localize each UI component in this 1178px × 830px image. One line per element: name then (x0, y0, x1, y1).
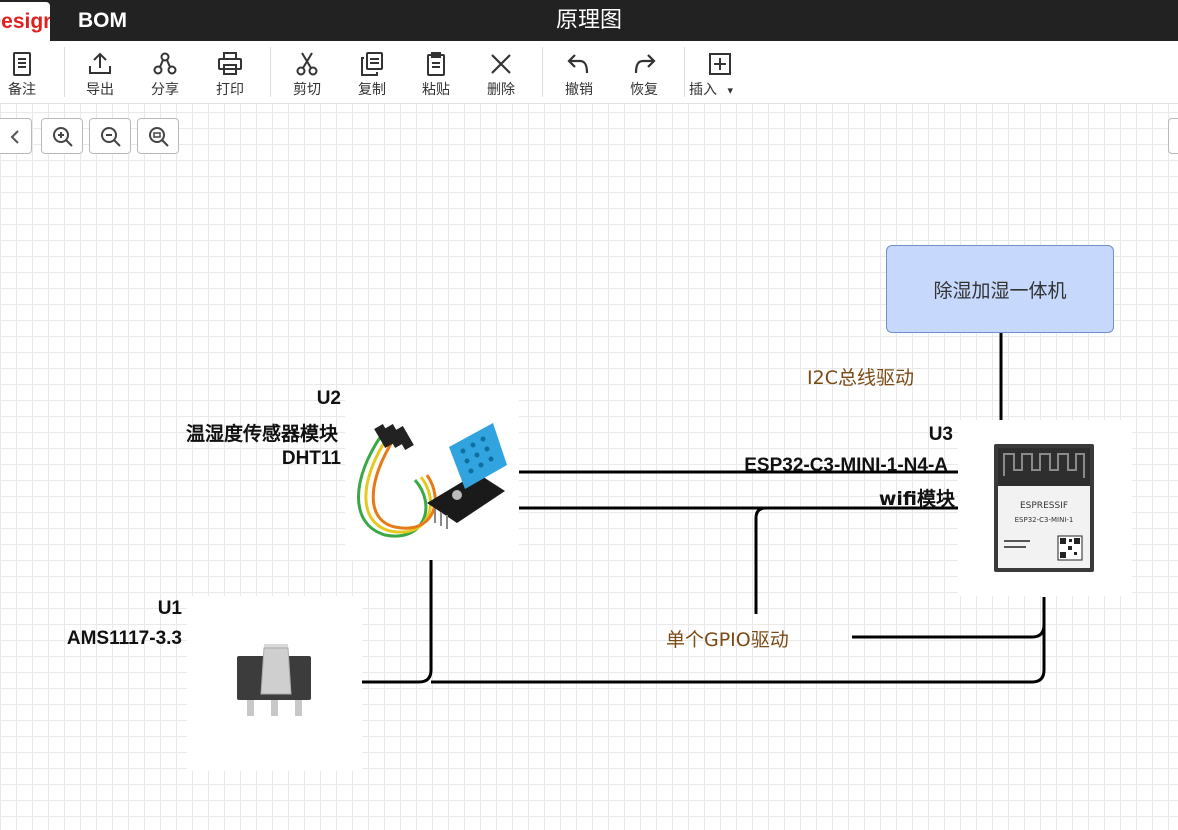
esp32-module[interactable]: ESPRESSIF ESP32-C3-MINI-1 (958, 420, 1132, 596)
note-button[interactable]: 备注 (0, 41, 50, 103)
paste-icon (427, 52, 445, 76)
share-button[interactable]: 分享 (137, 41, 193, 103)
zoom-in-button[interactable] (41, 118, 83, 154)
top-bar: Design BOM 原理图 (0, 0, 1178, 41)
delete-label: 删除 (487, 82, 515, 98)
toolbar-divider (270, 47, 271, 97)
undo-button[interactable]: 撤销 (551, 41, 607, 103)
export-label: 导出 (86, 82, 114, 98)
humidifier-label: 除湿加湿一体机 (933, 279, 1067, 302)
delete-icon (491, 54, 511, 74)
paste-button[interactable]: 粘贴 (408, 41, 464, 103)
insert-label-text: 插入 (689, 82, 717, 98)
share-icon (153, 52, 177, 75)
ams1117-regulator[interactable] (187, 596, 362, 771)
u3-value: ESP32-C3-MINI-1-N4-A (744, 455, 948, 476)
right-panel-toggle[interactable] (1168, 118, 1178, 154)
toolbar-divider (542, 47, 543, 97)
toolbar-divider (64, 47, 65, 97)
u1-value: AMS1117-3.3 (66, 628, 182, 649)
dht11-module[interactable] (345, 385, 519, 560)
ams1117-image (237, 644, 311, 716)
zoom-out-button[interactable] (89, 118, 131, 154)
redo-button[interactable]: 恢复 (616, 41, 672, 103)
gpio-note: 单个GPIO驱动 (666, 629, 789, 651)
u2-ref: U2 (316, 388, 341, 409)
share-label: 分享 (151, 82, 179, 98)
undo-icon (567, 54, 589, 74)
tab-design[interactable]: Design (0, 2, 50, 41)
undo-label: 撤销 (565, 82, 593, 98)
cut-label: 剪切 (293, 82, 321, 98)
insert-icon (709, 53, 731, 75)
zoom-in-icon (53, 127, 73, 147)
toolbar: 备注 导出 分享 打印 剪切 复制 粘贴 (0, 41, 1178, 104)
zoom-fit-icon (149, 127, 169, 147)
page-title: 原理图 (555, 8, 622, 33)
schematic-canvas[interactable]: 除湿加湿一体机 I2C总线驱动 U2 温湿度传感器模块 DHT11 U1 AMS… (0, 104, 1178, 830)
copy-icon (361, 52, 383, 76)
print-icon (218, 52, 242, 75)
zoom-out-icon (101, 127, 121, 147)
print-label: 打印 (216, 82, 244, 98)
wire-u2-u1 (362, 560, 433, 684)
wire-gpio-u3 (852, 624, 1046, 639)
collapse-panel-button[interactable] (0, 118, 32, 154)
cut-button[interactable]: 剪切 (279, 41, 335, 103)
note-icon (13, 52, 31, 76)
print-button[interactable]: 打印 (202, 41, 258, 103)
esp32-brand-text: ESPRESSIF (1020, 501, 1068, 511)
insert-button[interactable]: 插入 ▾ (689, 41, 748, 103)
dropdown-caret-icon: ▾ (727, 84, 733, 97)
zoom-fit-button[interactable] (137, 118, 179, 154)
export-button[interactable]: 导出 (72, 41, 128, 103)
cut-icon (296, 52, 318, 76)
u2-name: 温湿度传感器模块 (185, 423, 338, 445)
export-icon (89, 52, 111, 74)
u3-name: wifi模块 (878, 488, 955, 510)
u1-ref: U1 (157, 598, 182, 619)
u2-value: DHT11 (281, 448, 341, 469)
esp32-model-text: ESP32-C3-MINI-1 (1015, 516, 1074, 524)
chevron-left-icon (10, 130, 19, 144)
tab-bom[interactable]: BOM (78, 9, 127, 32)
wire-ground-return (431, 597, 1046, 684)
humidifier-block[interactable]: 除湿加湿一体机 (886, 245, 1114, 333)
wire-gpio-drop (754, 506, 958, 614)
u3-ref: U3 (928, 424, 953, 445)
delete-button[interactable]: 删除 (473, 41, 529, 103)
note-label: 备注 (8, 82, 36, 98)
schematic-wires (362, 333, 1046, 684)
copy-button[interactable]: 复制 (344, 41, 400, 103)
insert-label: 插入 ▾ (684, 79, 733, 99)
redo-icon (634, 54, 656, 74)
dht11-module-image (357, 423, 507, 538)
paste-label: 粘贴 (422, 82, 450, 98)
copy-label: 复制 (358, 82, 386, 98)
toolbar-divider (684, 47, 685, 97)
esp32-module-image: ESPRESSIF ESP32-C3-MINI-1 (994, 444, 1094, 572)
redo-label: 恢复 (630, 82, 658, 98)
i2c-note: I2C总线驱动 (807, 367, 914, 389)
